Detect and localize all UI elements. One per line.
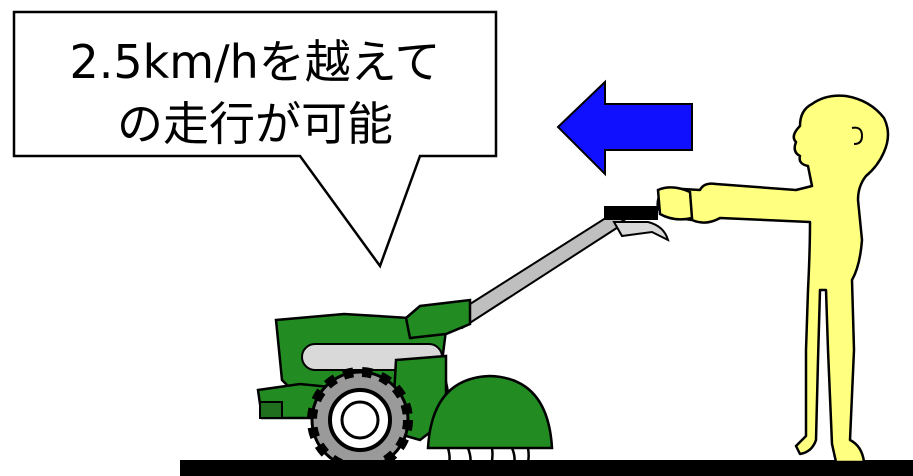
callout-line-1: 2.5km/hを越えて [70, 35, 441, 89]
wheel [307, 367, 413, 473]
callout-line-2: の走行が可能 [117, 97, 393, 151]
speech-callout: 2.5km/hを越えて の走行が可能 [12, 10, 498, 269]
operator-hand [656, 186, 694, 221]
operator-body [656, 94, 890, 464]
ground-line [180, 460, 913, 476]
handlebar [446, 206, 670, 330]
engine-top [404, 298, 472, 340]
handle-lever [612, 221, 670, 242]
tiller-cover [426, 374, 554, 450]
bumper-tip [259, 401, 283, 419]
operator [656, 94, 890, 464]
handle-grip [604, 206, 658, 220]
left-arrow-icon [556, 79, 693, 177]
operator-ear [851, 126, 864, 145]
handle-shaft [446, 212, 628, 330]
tire-tread [307, 367, 413, 473]
callout-bubble [12, 10, 498, 269]
hub-center [340, 400, 380, 440]
